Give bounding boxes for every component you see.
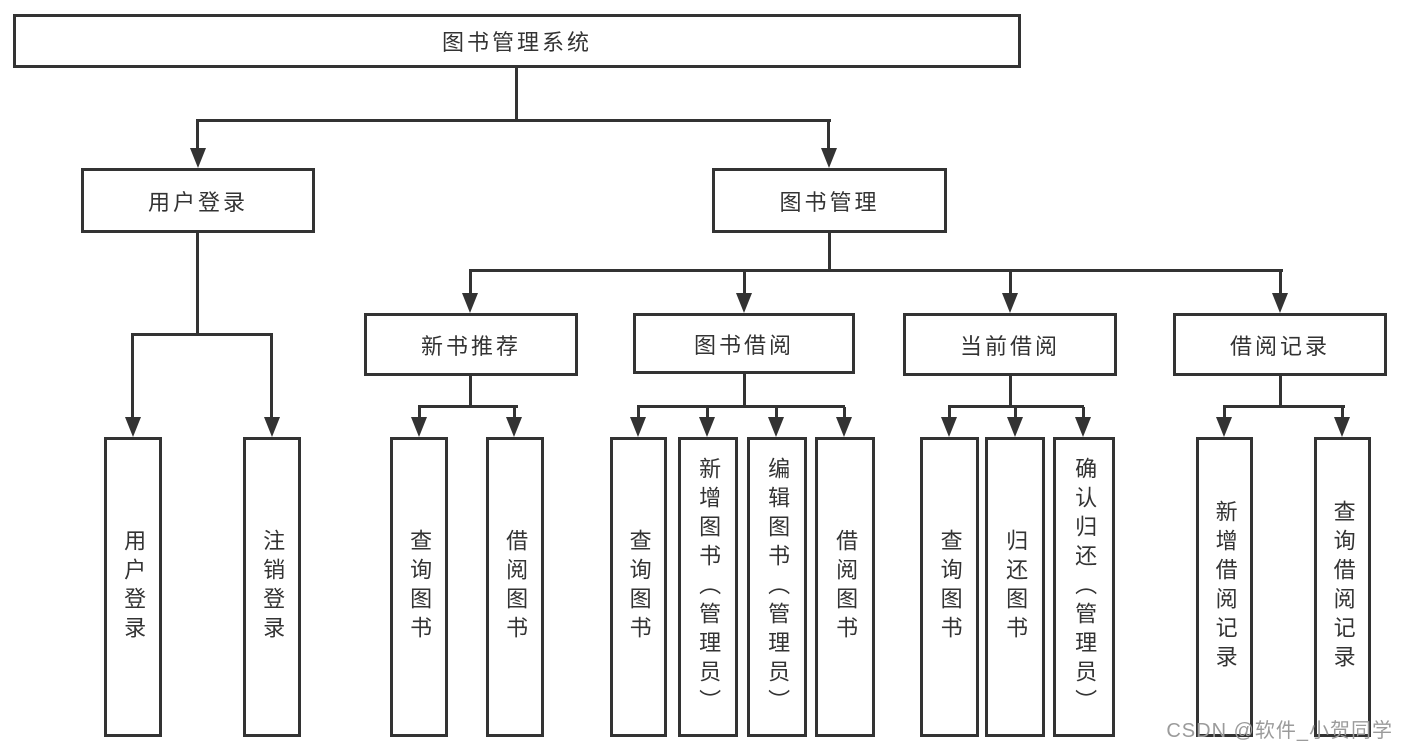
edge-user-login-drop bbox=[196, 232, 199, 336]
node-library-management-system: 图书管理系统 bbox=[13, 14, 1021, 68]
edge-stub bbox=[637, 407, 640, 419]
edge-stub bbox=[1223, 407, 1226, 419]
arrow-down-icon bbox=[1272, 293, 1288, 313]
leaf-label: 编辑图书（管理员） bbox=[765, 456, 791, 718]
arrow-down-icon bbox=[1007, 417, 1023, 437]
node-new-book-recommend: 新书推荐 bbox=[364, 313, 578, 376]
edge-to-user-login bbox=[196, 121, 199, 150]
csdn-watermark: CSDN @软件_小贺同学 bbox=[1166, 720, 1393, 742]
edge-records-drop bbox=[1279, 376, 1282, 407]
node-label: 新书推荐 bbox=[420, 333, 521, 359]
edge-to-book-management bbox=[827, 121, 830, 150]
arrow-down-icon bbox=[1334, 417, 1350, 437]
arrow-down-icon bbox=[768, 417, 784, 437]
node-current-borrow: 当前借阅 bbox=[903, 313, 1117, 376]
node-book-borrow: 图书借阅 bbox=[633, 313, 855, 374]
node-user-login: 用户登录 bbox=[81, 168, 315, 233]
arrow-down-icon bbox=[125, 417, 141, 437]
edge-to-borrow-records bbox=[1279, 271, 1282, 295]
edge-user-login-span bbox=[131, 333, 273, 336]
leaf-add-book-admin: 新增图书（管理员） bbox=[678, 437, 738, 737]
edge-current-span bbox=[948, 405, 1084, 408]
arrow-down-icon bbox=[836, 417, 852, 437]
leaf-label: 查询图书 bbox=[407, 529, 433, 645]
arrow-down-icon bbox=[821, 148, 837, 168]
edge-stub bbox=[418, 407, 421, 419]
edge-to-leaf-logout bbox=[270, 335, 273, 418]
leaf-query-books-current: 查询图书 bbox=[920, 437, 979, 737]
edge-recommend-drop bbox=[469, 376, 472, 407]
edge-stub bbox=[948, 407, 951, 419]
leaf-borrow-books-borrow: 借阅图书 bbox=[815, 437, 875, 737]
leaf-label: 借阅图书 bbox=[503, 529, 529, 645]
leaf-add-borrow-record: 新增借阅记录 bbox=[1196, 437, 1253, 737]
leaf-label: 用户登录 bbox=[121, 529, 147, 645]
node-label: 图书管理系统 bbox=[441, 30, 592, 55]
edge-stub bbox=[513, 407, 516, 419]
leaf-query-books-borrow: 查询图书 bbox=[610, 437, 667, 737]
edge-borrow-span bbox=[637, 405, 845, 408]
leaf-label: 新增借阅记录 bbox=[1212, 500, 1238, 674]
node-borrow-records: 借阅记录 bbox=[1173, 313, 1387, 376]
leaf-query-borrow-record: 查询借阅记录 bbox=[1314, 437, 1371, 737]
edge-root-span bbox=[196, 119, 831, 122]
arrow-down-icon bbox=[941, 417, 957, 437]
arrow-down-icon bbox=[190, 148, 206, 168]
leaf-return-book: 归还图书 bbox=[985, 437, 1045, 737]
leaf-label: 归还图书 bbox=[1003, 529, 1029, 645]
edge-to-current-borrow bbox=[1009, 271, 1012, 295]
arrow-down-icon bbox=[1002, 293, 1018, 313]
leaf-query-books-recommend: 查询图书 bbox=[390, 437, 448, 737]
arrow-down-icon bbox=[630, 417, 646, 437]
edge-book-mgmt-drop bbox=[828, 232, 831, 272]
arrow-down-icon bbox=[699, 417, 715, 437]
leaf-borrow-books-recommend: 借阅图书 bbox=[486, 437, 544, 737]
node-label: 图书借阅 bbox=[693, 332, 794, 358]
edge-stub bbox=[775, 407, 778, 419]
edge-records-span bbox=[1223, 405, 1345, 408]
arrow-down-icon bbox=[411, 417, 427, 437]
arrow-down-icon bbox=[1216, 417, 1232, 437]
leaf-label: 确认归还（管理员） bbox=[1072, 456, 1098, 718]
node-label: 用户登录 bbox=[147, 189, 248, 215]
leaf-user-login: 用户登录 bbox=[104, 437, 162, 737]
edge-stub bbox=[706, 407, 709, 419]
edge-recommend-span bbox=[418, 405, 518, 408]
arrow-down-icon bbox=[264, 417, 280, 437]
arrow-down-icon bbox=[462, 293, 478, 313]
edge-stub bbox=[1082, 407, 1085, 419]
node-label: 当前借阅 bbox=[959, 333, 1060, 359]
edge-stub bbox=[1014, 407, 1017, 419]
leaf-label: 查询借阅记录 bbox=[1330, 500, 1356, 674]
edge-borrow-drop bbox=[743, 374, 746, 407]
node-label: 借阅记录 bbox=[1229, 333, 1330, 359]
edge-current-drop bbox=[1009, 376, 1012, 407]
arrow-down-icon bbox=[1075, 417, 1091, 437]
leaf-label: 借阅图书 bbox=[833, 529, 859, 645]
edge-stub bbox=[1341, 407, 1344, 419]
edge-to-book-borrow bbox=[743, 271, 746, 295]
arrow-down-icon bbox=[506, 417, 522, 437]
node-label: 图书管理 bbox=[779, 189, 880, 215]
edge-book-mgmt-span bbox=[469, 269, 1283, 272]
arrow-down-icon bbox=[736, 293, 752, 313]
leaf-confirm-return-admin: 确认归还（管理员） bbox=[1053, 437, 1115, 737]
leaf-label: 新增图书（管理员） bbox=[696, 456, 722, 718]
leaf-label: 查询图书 bbox=[937, 529, 963, 645]
leaf-logout: 注销登录 bbox=[243, 437, 301, 737]
leaf-label: 查询图书 bbox=[626, 529, 652, 645]
edge-stub bbox=[843, 407, 846, 419]
edge-to-leaf-user-login bbox=[131, 335, 134, 418]
node-book-management: 图书管理 bbox=[712, 168, 947, 233]
leaf-edit-book-admin: 编辑图书（管理员） bbox=[747, 437, 807, 737]
edge-root-drop bbox=[515, 67, 518, 121]
leaf-label: 注销登录 bbox=[260, 529, 286, 645]
edge-to-new-book-recommend bbox=[469, 271, 472, 295]
